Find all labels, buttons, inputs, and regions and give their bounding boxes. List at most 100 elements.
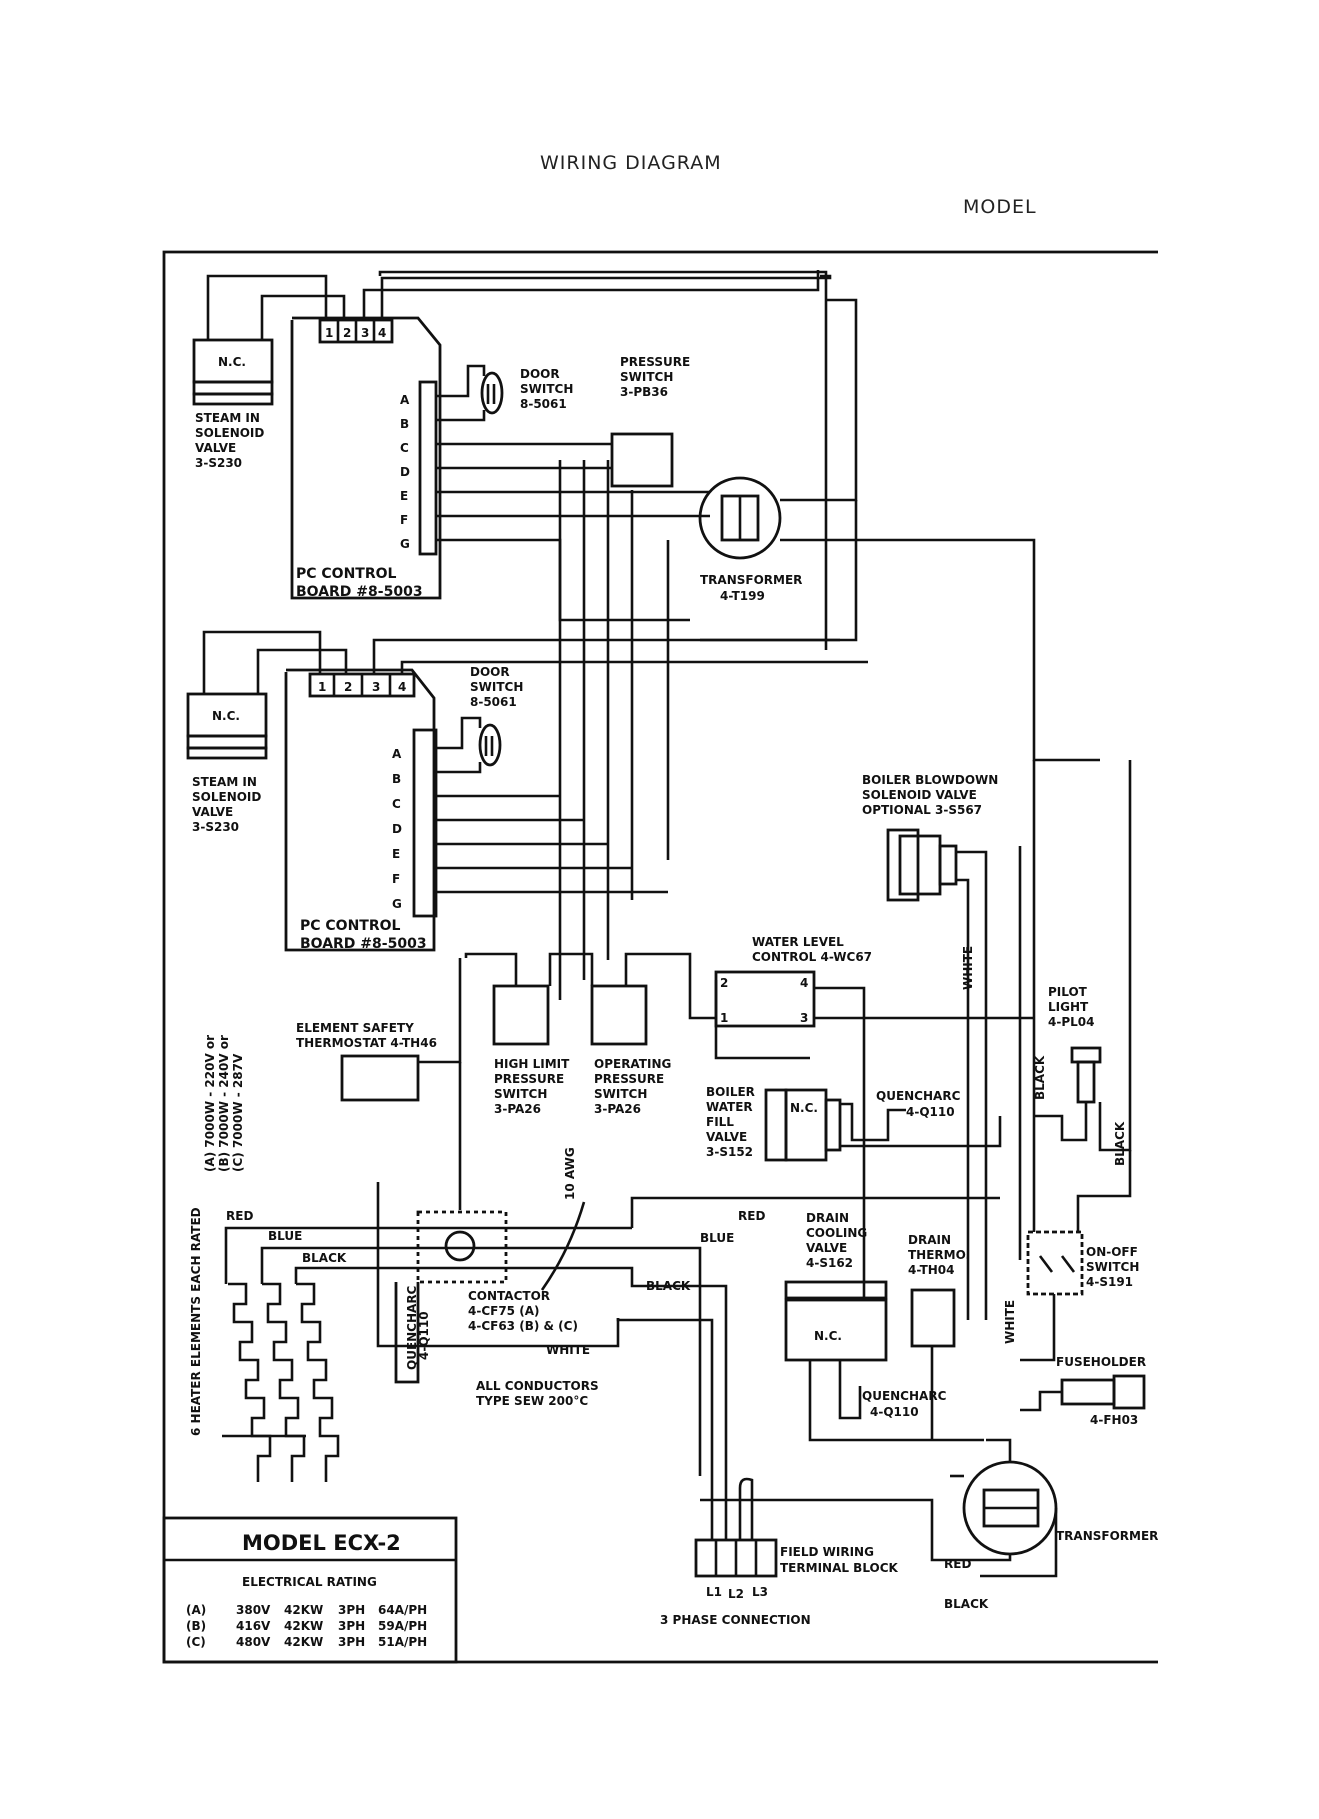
black-wire-label-mid: BLACK xyxy=(1033,1055,1047,1100)
red-wire-label-bottom: RED xyxy=(944,1557,971,1571)
upper-terminal-3: 3 xyxy=(361,326,369,340)
lower-board-label-2: BOARD #8-5003 xyxy=(300,936,427,952)
boiler-blowdown-valve: BOILER BLOWDOWN SOLENOID VALVE OPTIONAL … xyxy=(862,773,998,902)
lower-valve-label-3: VALVE xyxy=(192,805,233,819)
white-wire-label-upper: WHITE xyxy=(961,946,975,990)
operating-label-3: SWITCH xyxy=(594,1087,647,1101)
black-wire-label-left: BLACK xyxy=(302,1251,347,1265)
drain-cooling-label-4: 4-S162 xyxy=(806,1256,853,1270)
rating-c-ph: 3PH xyxy=(338,1635,365,1649)
operating-label-4: 3-PA26 xyxy=(594,1102,641,1116)
quencharc-left-label-1: QUENCHARC xyxy=(405,1285,419,1370)
drain-thermostat: DRAIN THERMO. 4-TH04 xyxy=(908,1233,970,1348)
lower-board-label-1: PC CONTROL xyxy=(300,918,401,934)
upper-transformer-label-2: 4-T199 xyxy=(720,589,765,603)
element-safety-label-2: THERMOSTAT 4-TH46 xyxy=(296,1036,437,1050)
heater-elements xyxy=(222,1282,340,1482)
drain-cooling-label-2: COOLING xyxy=(806,1226,867,1240)
rating-c-volts: 480V xyxy=(236,1635,271,1649)
rating-b-code: (B) xyxy=(186,1619,206,1633)
all-conductors-label-1: ALL CONDUCTORS xyxy=(476,1379,599,1393)
boiler-water-fill-valve: N.C. BOILER WATER FILL VALVE 3-S152 xyxy=(706,1085,842,1162)
field-wiring-label-1: FIELD WIRING xyxy=(780,1545,874,1559)
drain-cooling-valve: N.C. DRAIN COOLING VALVE 4-S162 xyxy=(784,1211,888,1362)
red-wire-label-left: RED xyxy=(226,1209,253,1223)
fill-valve-label-1: BOILER xyxy=(706,1085,755,1099)
rating-a-kw: 42KW xyxy=(284,1603,323,1617)
lower-door-label-3: 8-5061 xyxy=(470,695,517,709)
lower-transformer: TRANSFORMER xyxy=(962,1460,1158,1556)
upper-terminal-4: 4 xyxy=(378,326,386,340)
lower-pin-c: C xyxy=(392,797,401,811)
white-wire-label-bottom: WHITE xyxy=(546,1343,590,1357)
fill-valve-label-5: 3-S152 xyxy=(706,1145,753,1159)
model-heading: MODEL xyxy=(963,196,1037,218)
upper-transformer-label-1: TRANSFORMER xyxy=(700,573,802,587)
lower-pin-b: B xyxy=(392,772,401,786)
upper-pin-b: B xyxy=(400,417,409,431)
pressure-switch: PRESSURE SWITCH 3-PB36 xyxy=(610,355,690,488)
three-phase-label: 3 PHASE CONNECTION xyxy=(660,1613,811,1627)
quencharc-left: QUENCHARC 4-Q110 xyxy=(394,1282,431,1384)
lower-terminal-1: 1 xyxy=(318,680,326,694)
water-level-terminal-1: 1 xyxy=(720,1011,728,1025)
high-limit-label-4: 3-PA26 xyxy=(494,1102,541,1116)
high-limit-label-3: SWITCH xyxy=(494,1087,547,1101)
blowdown-label-1: BOILER BLOWDOWN xyxy=(862,773,998,787)
pilot-light-label-2: LIGHT xyxy=(1048,1000,1089,1014)
high-limit-label-2: PRESSURE xyxy=(494,1072,564,1086)
upper-pc-control-board: 1 2 3 4 A B C D E F G PC CONTROL BOARD #… xyxy=(290,316,442,600)
fill-valve-nc: N.C. xyxy=(790,1101,818,1115)
water-level-terminal-3: 3 xyxy=(800,1011,808,1025)
contactor-label-1: CONTACTOR xyxy=(468,1289,550,1303)
upper-terminal-2: 2 xyxy=(343,326,351,340)
upper-door-label-3: 8-5061 xyxy=(520,397,567,411)
heater-rating-c: (C) 7000W - 287V xyxy=(231,1053,245,1172)
drain-cooling-label-3: VALVE xyxy=(806,1241,847,1255)
high-limit-label-1: HIGH LIMIT xyxy=(494,1057,570,1071)
quencharc-right-label-1: QUENCHARC xyxy=(876,1089,961,1103)
upper-door-label-2: SWITCH xyxy=(520,382,573,396)
phase-l1: L1 xyxy=(706,1585,722,1599)
model-box-title: MODEL ECX-2 xyxy=(242,1531,401,1555)
drain-cooling-label-1: DRAIN xyxy=(806,1211,849,1225)
element-safety-label-1: ELEMENT SAFETY xyxy=(296,1021,414,1035)
white-wire-label-lower: WHITE xyxy=(1003,1300,1017,1344)
upper-pin-g: G xyxy=(400,537,410,551)
on-off-label-3: 4-S191 xyxy=(1086,1275,1133,1289)
rating-b-volts: 416V xyxy=(236,1619,271,1633)
heater-rating-b: (B) 7000W - 240V or xyxy=(217,1035,231,1172)
water-level-label-1: WATER LEVEL xyxy=(752,935,844,949)
field-wiring-label-2: TERMINAL BLOCK xyxy=(780,1561,899,1575)
upper-steam-valve: N.C. STEAM IN SOLENOID VALVE 3-S230 xyxy=(192,338,274,470)
fuseholder: FUSEHOLDER 4-FH03 xyxy=(1056,1355,1146,1427)
rating-a-code: (A) xyxy=(186,1603,206,1617)
contactor-label-2: 4-CF75 (A) xyxy=(468,1304,539,1318)
field-wiring-terminal-block: FIELD WIRING TERMINAL BLOCK L1 L2 L3 3 P… xyxy=(660,1538,899,1627)
contactor-label-3: 4-CF63 (B) & (C) xyxy=(468,1319,578,1333)
lower-door-label-1: DOOR xyxy=(470,665,510,679)
drain-thermo-label-1: DRAIN xyxy=(908,1233,951,1247)
red-wire-label-right: RED xyxy=(738,1209,765,1223)
water-level-control: 2 4 1 3 WATER LEVEL CONTROL 4-WC67 xyxy=(714,935,872,1028)
lower-transformer-label: TRANSFORMER xyxy=(1056,1529,1158,1543)
rating-a-amps: 64A/PH xyxy=(378,1603,427,1617)
upper-pin-f: F xyxy=(400,513,408,527)
quencharc-left-label-2: 4-Q110 xyxy=(417,1311,431,1360)
operating-pressure-switch: OPERATING PRESSURE SWITCH 3-PA26 xyxy=(590,984,671,1116)
black-wire-label-bottom: BLACK xyxy=(944,1597,989,1611)
phase-l2: L2 xyxy=(728,1587,744,1601)
lower-valve-label-1: STEAM IN xyxy=(192,775,257,789)
lower-valve-nc: N.C. xyxy=(212,709,240,723)
upper-pin-a: A xyxy=(400,393,410,407)
upper-valve-label-1: STEAM IN xyxy=(195,411,260,425)
diagram-frame xyxy=(162,250,1158,1664)
pressure-switch-label-2: SWITCH xyxy=(620,370,673,384)
lower-door-label-2: SWITCH xyxy=(470,680,523,694)
high-limit-pressure-switch: HIGH LIMIT PRESSURE SWITCH 3-PA26 xyxy=(492,984,570,1116)
rating-c-kw: 42KW xyxy=(284,1635,323,1649)
on-off-switch: ON-OFF SWITCH 4-S191 xyxy=(1026,1230,1139,1296)
rating-b-ph: 3PH xyxy=(338,1619,365,1633)
quencharc-right-label-2: 4-Q110 xyxy=(906,1105,955,1119)
blowdown-label-2: SOLENOID VALVE xyxy=(862,788,977,802)
